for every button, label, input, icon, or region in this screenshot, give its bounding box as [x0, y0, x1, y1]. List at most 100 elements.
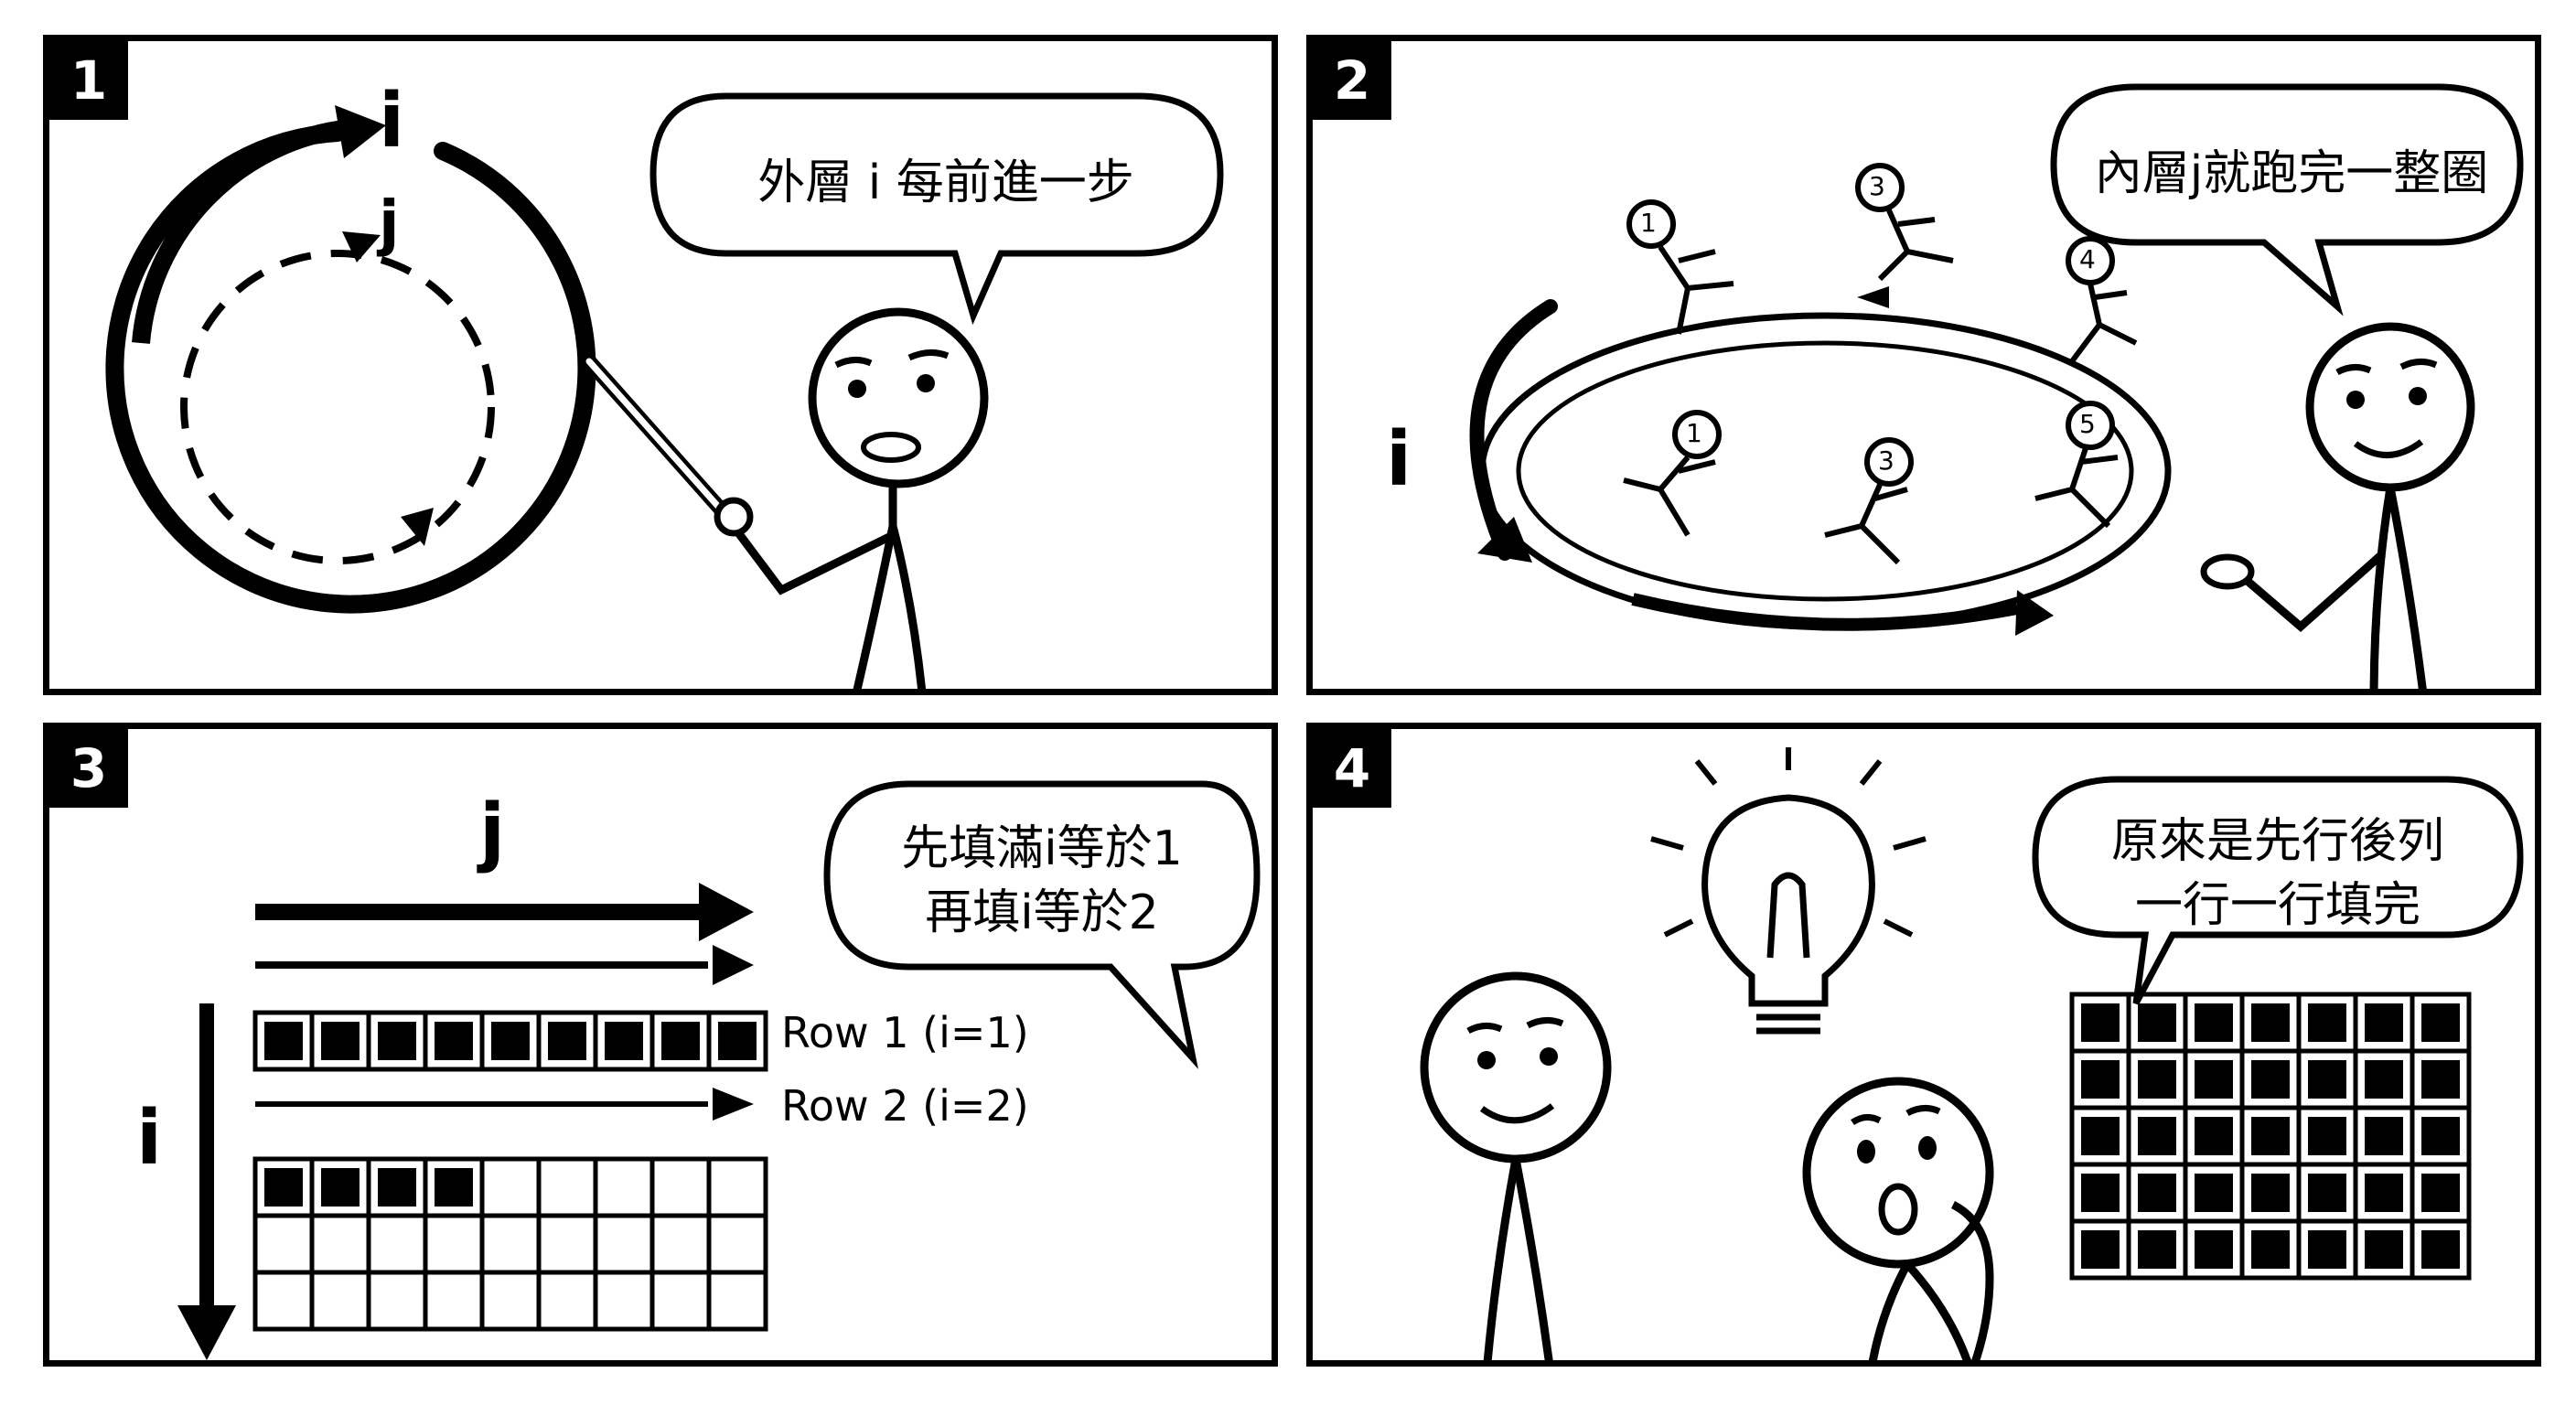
track-inner	[1516, 340, 2134, 602]
filled-cell	[2195, 1117, 2233, 1155]
figure-right-head	[1802, 1077, 1994, 1269]
runner-number: 1	[1640, 208, 1657, 238]
runner-group	[1623, 163, 2138, 565]
panel-1: 1 i j 外層 i 每前進一步	[43, 35, 1278, 695]
filled-cell	[2081, 1230, 2120, 1269]
grid-cell	[536, 1213, 598, 1275]
panel-4-illustration	[1420, 747, 2524, 1360]
grid-cell	[479, 1213, 542, 1275]
grid-cell	[479, 1156, 542, 1218]
filled-cell	[2421, 1174, 2460, 1212]
filled-cell	[2308, 1230, 2346, 1269]
outer-loop-label: i	[379, 78, 405, 165]
grid-cell	[479, 1270, 542, 1332]
figure-left-head	[1420, 971, 1612, 1164]
track-outer	[1478, 312, 2172, 630]
row1-label: Row 1 (i=1)	[781, 1008, 1029, 1057]
j-arrowhead-thin	[713, 945, 754, 985]
grid-cell	[536, 1270, 598, 1332]
i-arrowhead	[177, 1305, 236, 1360]
filled-cell	[2251, 1230, 2290, 1269]
filled-cell	[718, 1022, 757, 1060]
teacher-torso-right	[888, 524, 927, 689]
track-top-arrowhead	[1857, 286, 1889, 308]
filled-cell	[2138, 1174, 2176, 1212]
outer-loop-arc-left	[132, 119, 353, 344]
filled-cell	[2308, 1117, 2346, 1155]
speaker-smile	[2353, 439, 2424, 458]
panel-3-illustration	[177, 780, 1261, 1360]
track-bottom-arrow	[1631, 593, 2019, 631]
panel-number: 1	[49, 41, 128, 120]
outer-loop-arrowhead	[335, 105, 386, 158]
filled-cell	[2308, 1060, 2346, 1099]
grid-cell	[309, 1213, 371, 1275]
bubble-line-2: 一行一行填完	[2134, 878, 2420, 933]
filled-cell	[2195, 1230, 2233, 1269]
figure-right-hand	[1950, 1200, 1994, 1360]
teacher-mouth	[861, 432, 921, 463]
grid-cell	[649, 1213, 712, 1275]
runner-head	[2066, 236, 2115, 285]
bubble-line-1: 原來是先行後列	[2110, 814, 2444, 869]
loop-i-arc	[1469, 299, 1558, 561]
j-arrowhead-thick	[699, 883, 754, 941]
filled-cell	[2308, 1003, 2346, 1042]
filled-cell	[2138, 1117, 2176, 1155]
lightbulb-rays	[1650, 747, 1927, 938]
runner-number: 3	[1869, 171, 1885, 201]
teacher-eyebrow-left	[834, 357, 873, 369]
filled-cell	[2138, 1060, 2176, 1099]
panel-number: 2	[1313, 41, 1391, 120]
filled-cell	[2081, 1117, 2120, 1155]
runner-number: 1	[1686, 418, 1702, 448]
runner-head	[1864, 437, 1914, 487]
grid-cell	[423, 1213, 485, 1275]
bubble-line-1: 先填滿i等於1	[901, 821, 1183, 876]
filled-cell	[2365, 1174, 2403, 1212]
filled-cell	[435, 1168, 473, 1207]
grid-cell	[593, 1156, 655, 1218]
grid-cell	[366, 1213, 428, 1275]
speaker-eye-left	[2346, 391, 2365, 409]
track-bottom-arrowhead	[2015, 590, 2054, 636]
runner-head	[1626, 199, 1676, 249]
grid-cell	[536, 1156, 598, 1218]
inner-loop-arrowhead-top	[342, 231, 381, 263]
grid-cell	[706, 1213, 768, 1275]
loop-i-label: i	[1386, 416, 1412, 503]
bubble-text: 內層j就跑完一整圈	[2094, 146, 2489, 201]
filled-cell	[2365, 1003, 2403, 1042]
filled-cell	[2251, 1117, 2290, 1155]
filled-cell	[605, 1022, 643, 1060]
panel-3: 3 j i Row 1 (i=1) Row 2 (i=2) 先填滿i等於1 再填…	[43, 723, 1278, 1367]
speaker-head	[2305, 322, 2475, 492]
panel-number: 4	[1313, 729, 1391, 808]
filled-cell	[548, 1022, 586, 1060]
filled-cell	[2081, 1003, 2120, 1042]
filled-cell	[378, 1022, 416, 1060]
speech-bubble	[2050, 83, 2524, 316]
teacher-eye-right	[917, 374, 935, 392]
loop-i-arrowhead	[1477, 517, 1532, 563]
row2-label: Row 2 (i=2)	[781, 1081, 1029, 1131]
runner-number: 4	[2079, 244, 2096, 274]
grid-cell	[706, 1156, 768, 1218]
speaker-eye-right	[2409, 387, 2427, 405]
figure-left-smile	[1479, 1103, 1555, 1124]
filled-cell	[2195, 1060, 2233, 1099]
runner-number: 3	[1878, 445, 1894, 476]
grid-cell	[423, 1270, 485, 1332]
filled-cell	[2251, 1060, 2290, 1099]
grid-cell	[252, 1270, 315, 1332]
filled-cell	[2251, 1003, 2290, 1042]
filled-cell	[2195, 1003, 2233, 1042]
grid-cell	[706, 1270, 768, 1332]
panel-2: 2	[1306, 35, 2541, 695]
grid-cell	[649, 1156, 712, 1218]
filled-cell	[2308, 1174, 2346, 1212]
fill-grid	[252, 1010, 768, 1332]
runner-number: 5	[2079, 409, 2096, 439]
runner-head	[1672, 410, 1722, 459]
filled-cell	[2195, 1174, 2233, 1212]
